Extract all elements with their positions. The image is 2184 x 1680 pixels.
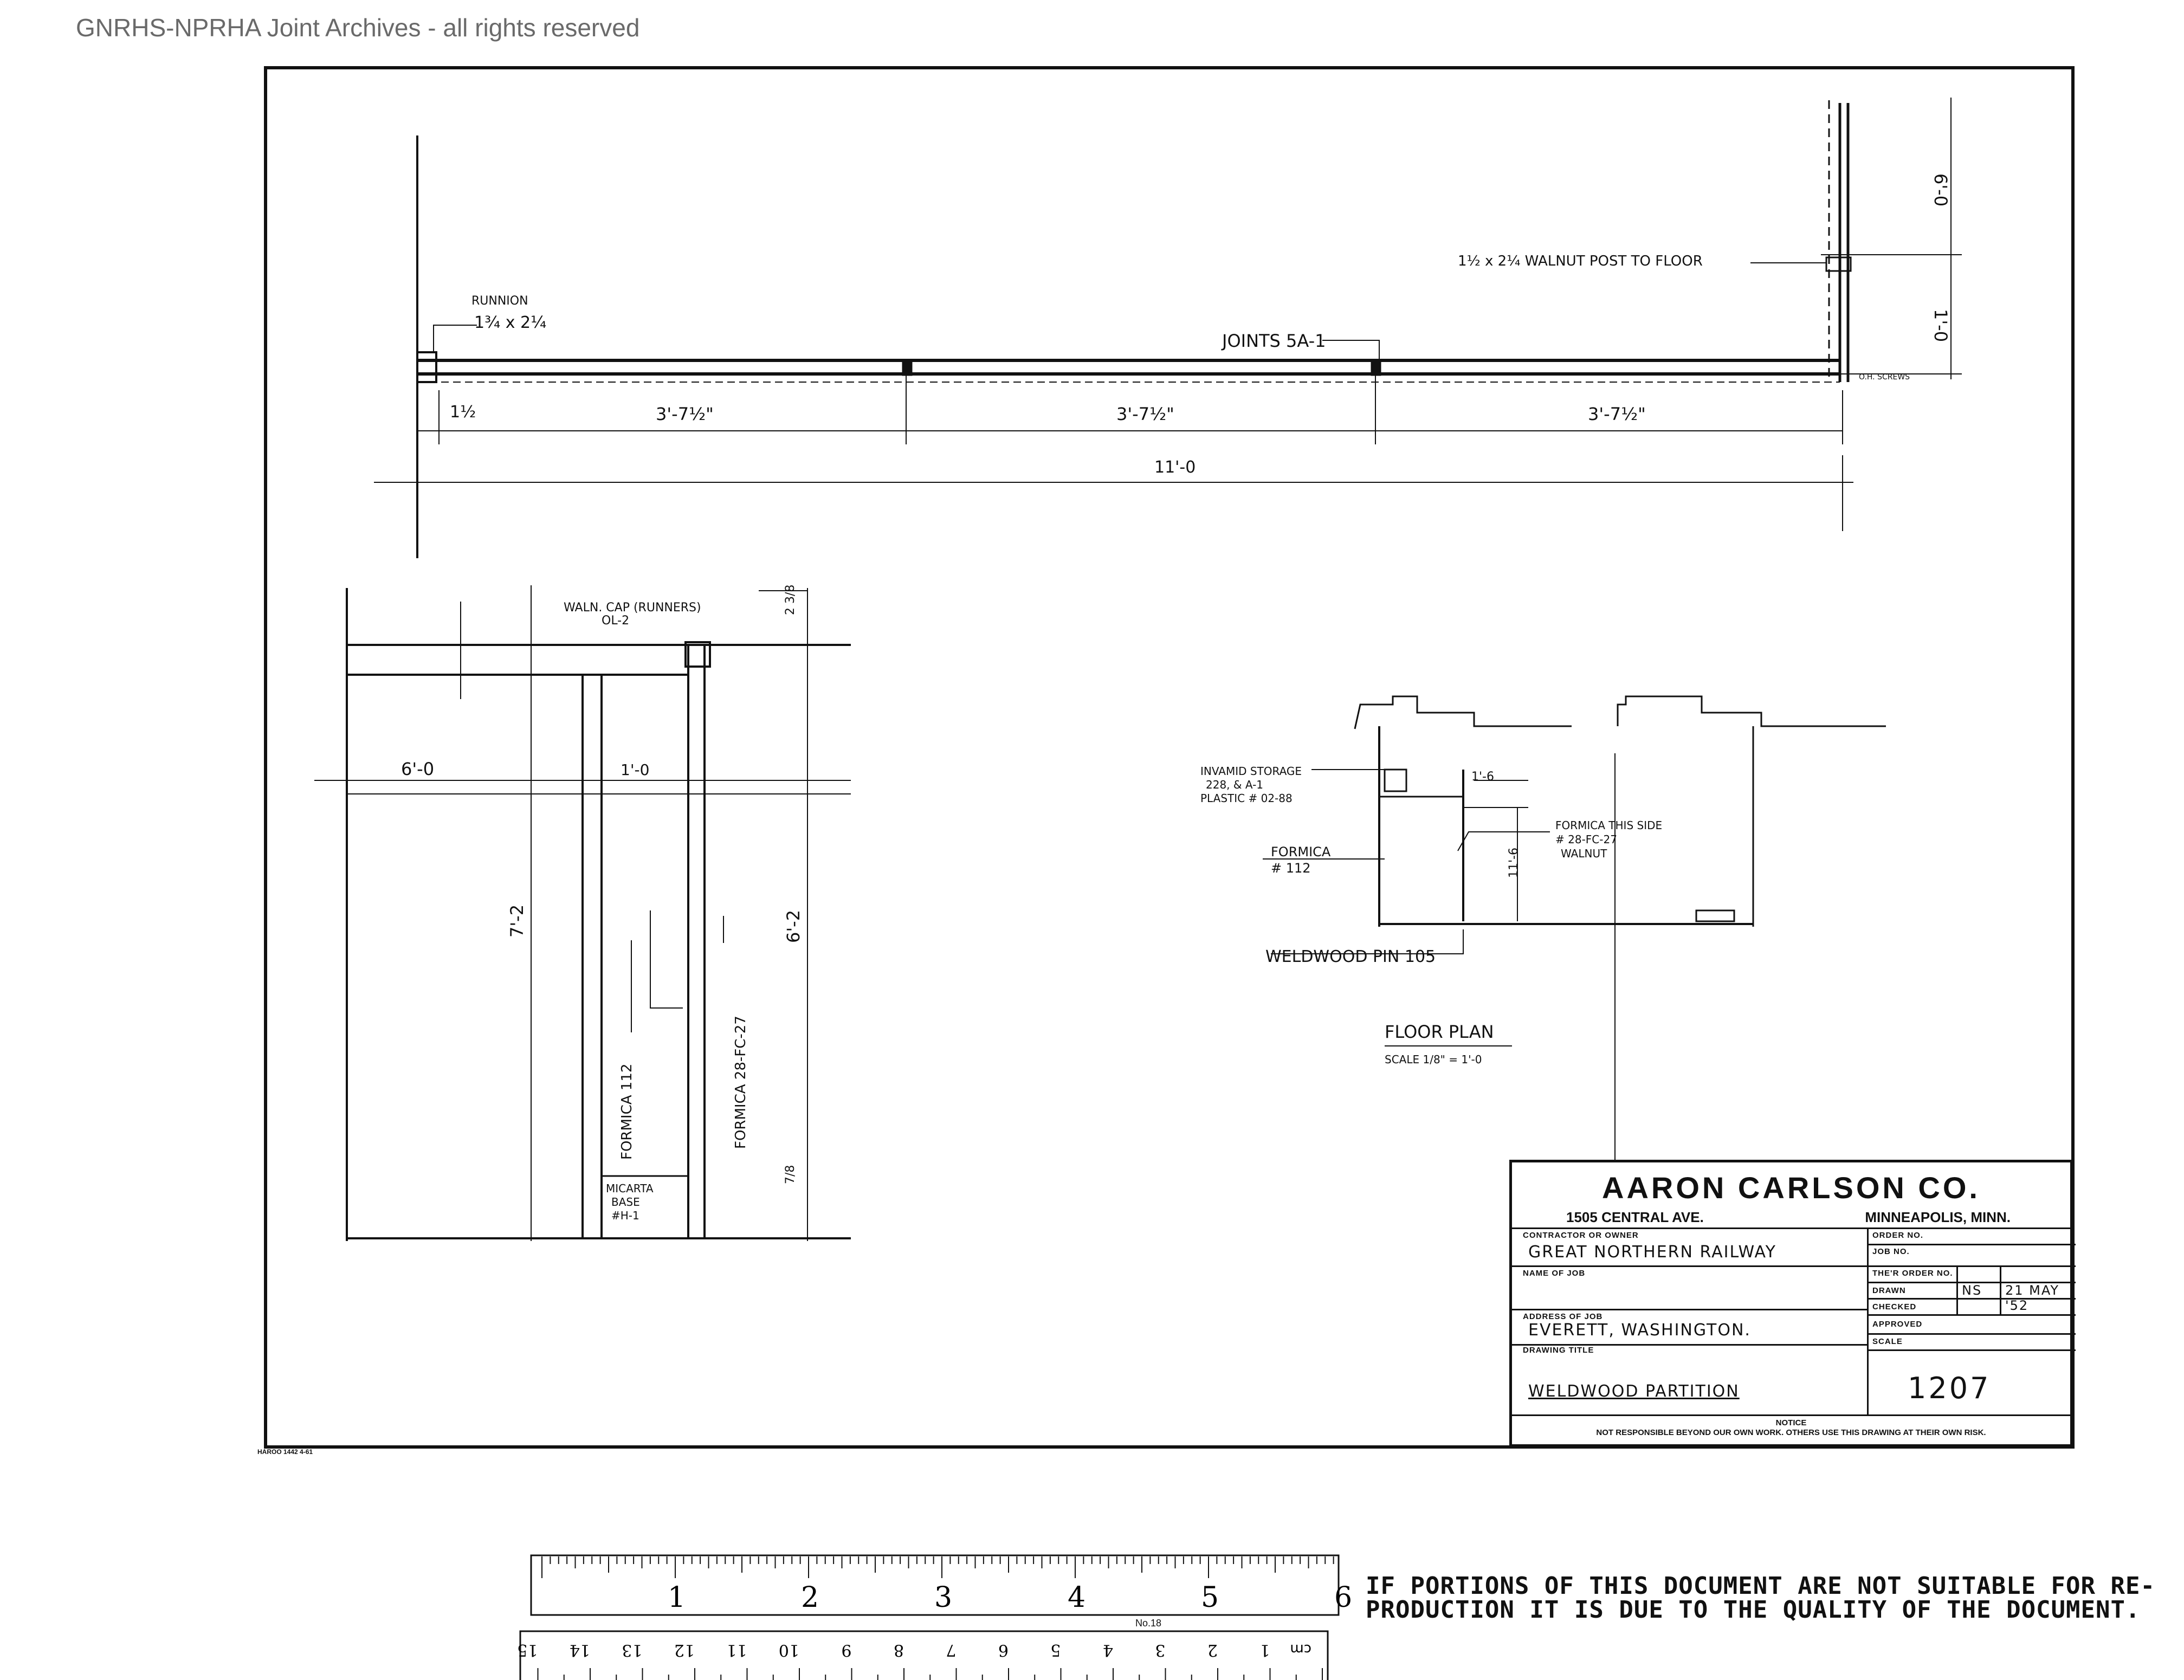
title-block: AARON CARLSON CO. 1505 CENTRAL AVE. MINN… bbox=[1509, 1160, 2076, 1447]
elev-screws-label: O.H. SCREWS bbox=[1859, 373, 1910, 382]
plan-storage-note-3: PLASTIC # 02-88 bbox=[1200, 792, 1293, 805]
elev-dim-overall: 11'-0 bbox=[1154, 458, 1196, 477]
elev-dim-mid: 1'-0 bbox=[1930, 309, 1951, 342]
ruler-cm-label: 14 bbox=[570, 1640, 590, 1659]
section-walnut-cap-ref: OL-2 bbox=[602, 614, 629, 628]
ruler-cm-label: 11 bbox=[726, 1640, 747, 1659]
sheet-border bbox=[264, 66, 2075, 1449]
tb-drawn-date: 21 MAY '52 bbox=[2005, 1283, 2060, 1313]
ruler-cm-label: 7 bbox=[946, 1640, 956, 1659]
tb-scale-label: SCALE bbox=[1872, 1337, 1903, 1346]
ruler-inch-label: 1 bbox=[668, 1581, 686, 1614]
ruler-cm-label: 1 bbox=[1259, 1640, 1270, 1659]
tb-address: 1505 CENTRAL AVE. bbox=[1566, 1209, 1704, 1225]
plan-formica-this-side-3: WALNUT bbox=[1561, 847, 1607, 860]
elev-runnion-size: 1¾ x 2¼ bbox=[474, 313, 546, 332]
elev-walnut-post-label: 1½ x 2¼ WALNUT POST TO FLOOR bbox=[1458, 253, 1703, 269]
ruler-inch-label: 3 bbox=[934, 1581, 952, 1614]
ruler-cm-label: 4 bbox=[1103, 1640, 1113, 1659]
ruler-inch-label: 2 bbox=[801, 1581, 819, 1614]
section-micarta-1: MICARTA bbox=[606, 1182, 654, 1195]
tb-checked-label: CHECKED bbox=[1872, 1302, 1917, 1311]
archive-watermark: GNRHS-NPRHA Joint Archives - all rights … bbox=[76, 14, 640, 42]
tb-approved-label: APPROVED bbox=[1872, 1320, 1923, 1329]
section-formica-112: FORMICA 112 bbox=[619, 1064, 635, 1160]
plan-dim-1-6: 1'-6 bbox=[1471, 770, 1494, 784]
plan-formica-label: FORMICA bbox=[1271, 844, 1331, 860]
tb-drawing-number: 1207 bbox=[1908, 1371, 1991, 1405]
ruler-inch-label: 6 bbox=[1334, 1581, 1352, 1614]
floor-plan-view bbox=[1263, 695, 1886, 1160]
tb-job-no-label: JOB NO. bbox=[1872, 1247, 1910, 1256]
ruler-cm-unit: cm bbox=[1290, 1641, 1311, 1657]
elev-dim-top: 6'-0 bbox=[1930, 173, 1951, 206]
tb-address-label: ADDRESS OF JOB bbox=[1523, 1312, 1603, 1321]
plan-scale: SCALE 1/8" = 1'-0 bbox=[1385, 1053, 1482, 1066]
form-number: HAROO 1442 4-61 bbox=[257, 1448, 313, 1456]
ruler-cm-label: 12 bbox=[674, 1640, 695, 1659]
ruler-cm-label: 2 bbox=[1207, 1640, 1218, 1659]
section-dim-7-2: 7'-2 bbox=[507, 904, 527, 938]
tb-their-order-label: THE'R ORDER NO. bbox=[1872, 1269, 1953, 1278]
elev-dim-span-1: 3'-7½" bbox=[656, 404, 714, 424]
plan-formica-num: # 112 bbox=[1271, 861, 1311, 876]
tb-city: MINNEAPOLIS, MINN. bbox=[1865, 1209, 2011, 1225]
tb-drawing-title: WELDWOOD PARTITION bbox=[1528, 1382, 1740, 1401]
ruler-inch-label: 5 bbox=[1201, 1581, 1219, 1614]
section-dim-1-0: 1'-0 bbox=[621, 761, 649, 779]
ruler-cm-label: 13 bbox=[622, 1640, 642, 1659]
tb-contractor: GREAT NORTHERN RAILWAY bbox=[1528, 1243, 1776, 1262]
plan-dim-11-6: 11'-6 bbox=[1507, 848, 1521, 878]
disclaimer-line-1: IF PORTIONS OF THIS DOCUMENT ARE NOT SUI… bbox=[1366, 1572, 2155, 1600]
tb-drawing-title-label: DRAWING TITLE bbox=[1523, 1346, 1594, 1355]
elev-runnion-label: RUNNION bbox=[471, 294, 528, 308]
section-walnut-cap: WALN. CAP (RUNNERS) bbox=[564, 601, 701, 615]
plan-storage-note-2: 228, & A-1 bbox=[1206, 778, 1263, 791]
plan-storage-note-1: INVAMID STORAGE bbox=[1200, 765, 1302, 778]
tb-job-name-label: NAME OF JOB bbox=[1523, 1269, 1586, 1278]
elev-dim-1-half: 1½ bbox=[450, 403, 476, 422]
section-dim-6-2: 6'-2 bbox=[783, 910, 804, 943]
elev-joints-label: JOINTS 5A-1 bbox=[1221, 331, 1326, 351]
tb-job-address: EVERETT, WASHINGTON. bbox=[1528, 1321, 1751, 1340]
tb-drawn-label: DRAWN bbox=[1872, 1286, 1906, 1295]
tb-notice: NOT RESPONSIBLE BEYOND OUR OWN WORK. OTH… bbox=[1596, 1428, 1986, 1437]
ruler-cm-label: 3 bbox=[1155, 1640, 1165, 1659]
section-micarta-2: BASE bbox=[611, 1196, 640, 1209]
ruler-cm-label: 10 bbox=[779, 1640, 799, 1659]
section-micarta-3: #H-1 bbox=[611, 1209, 639, 1222]
plan-formica-this-side-1: FORMICA THIS SIDE bbox=[1555, 819, 1662, 832]
ruler-model: No.18 bbox=[1135, 1618, 1162, 1629]
ruler-cm-label: 15 bbox=[517, 1640, 538, 1659]
tb-order-no-label: ORDER NO. bbox=[1872, 1231, 1924, 1240]
ruler-inch-label: 4 bbox=[1068, 1581, 1085, 1614]
plan-formica-this-side-2: # 28-FC-27 bbox=[1555, 833, 1617, 846]
ruler-cm-label: 9 bbox=[841, 1640, 851, 1659]
tb-company-name: AARON CARLSON CO. bbox=[1602, 1171, 1980, 1205]
ruler-cm-label: 8 bbox=[894, 1640, 904, 1659]
plan-title: FLOOR PLAN bbox=[1385, 1022, 1494, 1042]
section-view bbox=[314, 585, 851, 1241]
ruler-cm-label: 5 bbox=[1050, 1640, 1061, 1659]
disclaimer-line-2: PRODUCTION IT IS DUE TO THE QUALITY OF T… bbox=[1366, 1596, 2141, 1624]
elev-dim-span-2: 3'-7½" bbox=[1116, 404, 1174, 424]
elev-dim-span-3: 3'-7½" bbox=[1588, 404, 1646, 424]
reproduction-disclaimer: IF PORTIONS OF THIS DOCUMENT ARE NOT SUI… bbox=[1366, 1574, 2155, 1622]
section-dim-6-0: 6'-0 bbox=[401, 759, 434, 779]
tb-notice-heading: NOTICE bbox=[1775, 1418, 1807, 1427]
section-dim-base: 7/8 bbox=[784, 1165, 797, 1184]
ruler-cm-label: 6 bbox=[998, 1640, 1009, 1659]
tb-drawn-by: NS bbox=[1962, 1283, 1982, 1298]
elevation-view bbox=[374, 98, 1962, 558]
section-dim-cap: 2 3/8 bbox=[784, 585, 797, 615]
tb-contractor-label: CONTRACTOR OR OWNER bbox=[1523, 1231, 1639, 1240]
section-formica-28: FORMICA 28-FC-27 bbox=[733, 1016, 749, 1149]
plan-weldwood-label: WELDWOOD PIN 105 bbox=[1265, 947, 1436, 966]
